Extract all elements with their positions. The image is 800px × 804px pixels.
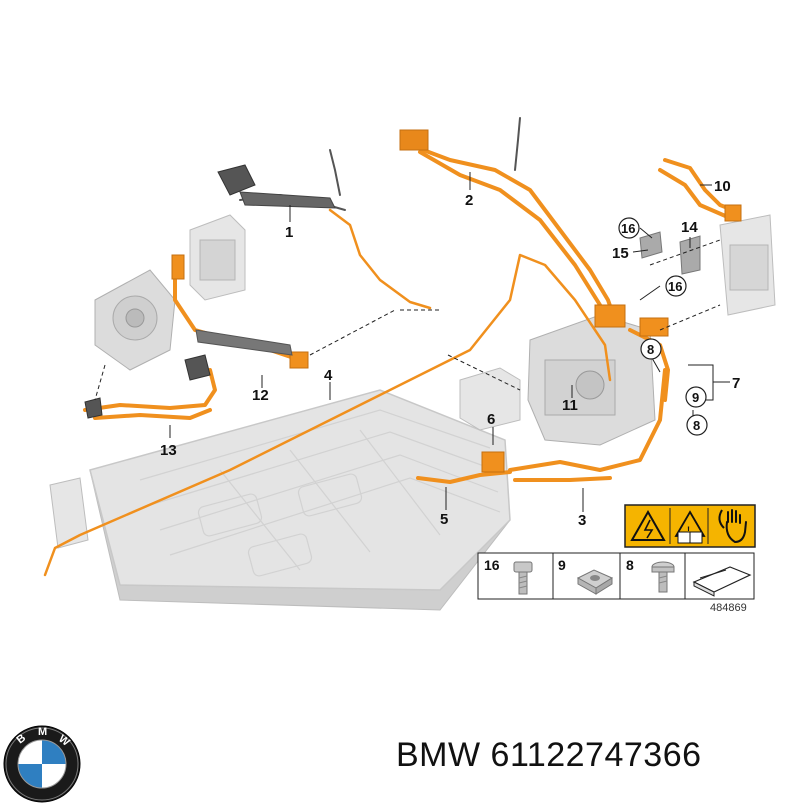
callout-14: 14 [681,219,698,236]
callout-16-upper: 16 [621,221,635,236]
callout-13: 13 [160,442,177,459]
svg-text:!: ! [687,525,690,535]
callout-10: 10 [714,178,731,195]
callout-9: 9 [692,390,699,405]
converter-right [719,214,776,316]
callout-4: 4 [324,367,333,384]
callout-8-upper: 8 [647,342,654,357]
callout-3: 3 [578,512,586,529]
lightning-warning-icon [630,509,666,541]
cable-7 [628,328,670,402]
svg-text:16: 16 [484,557,500,573]
legend-item-nut-9: 9 [558,557,614,595]
dashed-reference-lines [94,239,721,401]
leader-lines [169,172,730,512]
square-nut-icon [576,569,614,595]
cable-13 [83,368,217,412]
converter-left [189,214,246,301]
screw-icon [651,561,675,593]
high-voltage-cables [43,143,740,577]
read-manual-icon: ! [674,510,706,544]
legend-item-bolt-16: 16 [484,557,533,595]
dark-parts [84,117,701,419]
callout-labels: 1 2 10 14 15 4 12 13 11 6 5 3 7 16 16 8 … [160,178,740,529]
cable-4 [43,253,612,577]
callout-1: 1 [285,224,293,241]
callout-16-lower: 16 [668,279,682,294]
callout-8-lower: 8 [693,418,700,433]
svg-text:M: M [38,726,47,738]
brand-part-number: BMW 61122747366 [396,736,702,774]
legend-item-screw-8: 8 [626,557,675,593]
reference-number: 484869 [710,602,747,614]
rear-drive-unit [459,367,521,431]
cable-1 [328,208,432,310]
high-voltage-battery [89,389,511,611]
callout-2: 2 [465,192,473,209]
parts-legend: 16 9 8 [477,552,755,600]
callout-15: 15 [612,245,629,262]
charger-socket-left [49,477,89,549]
electric-motor-center [527,314,656,446]
callout-11: 11 [562,397,578,414]
callout-7: 7 [732,375,740,392]
bmw-logo-icon: B M W [3,725,81,803]
callout-6: 6 [487,411,495,428]
cable-5 [416,470,512,484]
legend-shim-icon [692,566,752,597]
bolt-icon [513,561,533,595]
svg-text:8: 8 [626,557,634,573]
callout-5: 5 [440,511,448,528]
electric-motor-left [94,269,176,371]
svg-text:9: 9 [558,557,566,573]
callout-12: 12 [252,387,269,404]
cable-3 [508,368,667,472]
no-touch-hand-icon [718,509,747,544]
cable-2 [408,143,617,322]
high-voltage-warning-label: ! [624,504,756,548]
grey-components [49,214,776,549]
